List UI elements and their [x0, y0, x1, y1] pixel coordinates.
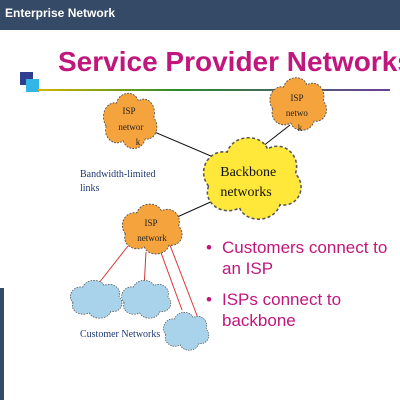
- header-bar: Enterprise Network: [0, 0, 400, 30]
- backbone-cloud: Backbone networks: [202, 136, 302, 220]
- bullet-list: • Customers connect to an ISP • ISPs con…: [206, 237, 396, 341]
- bullet-text: Customers connect to an ISP: [222, 238, 388, 278]
- isp-mid-line-2: network: [137, 233, 167, 243]
- svg-text:ISP network: ISP network: [137, 218, 167, 243]
- header-title: Enterprise Network: [5, 6, 116, 20]
- isp-right-line-2: netwo: [286, 108, 308, 118]
- link-isp-mid-backbone: [174, 199, 216, 219]
- title-rule: [38, 89, 390, 91]
- link-isp-mid-customer-1: [94, 245, 129, 289]
- backbone-line-1: Backbone: [220, 165, 276, 180]
- bullet-icon: •: [206, 290, 212, 309]
- link-isp-mid-customer-3: [159, 249, 183, 311]
- svg-text:Backbone networks: Backbone networks: [220, 165, 279, 200]
- svg-text:ISP netwo k: ISP netwo k: [286, 93, 310, 133]
- isp-mid-line-1: ISP: [145, 218, 158, 228]
- isp-right-line-1: ISP: [291, 93, 304, 103]
- customer-cloud-2: [121, 279, 172, 319]
- left-accent-bar: [0, 288, 4, 400]
- isp-left-line-2: networ: [118, 122, 143, 132]
- bandwidth-label: Bandwidth-limited links: [80, 169, 158, 194]
- isp-left-line-3: k: [136, 137, 141, 147]
- isp-cloud-middle: ISP network: [121, 203, 183, 255]
- customer-cloud-1: [69, 279, 123, 319]
- isp-left-line-1: ISP: [123, 106, 136, 116]
- customer-networks-label: Customer Networks: [80, 329, 160, 340]
- isp-cloud-right: ISP netwo k: [269, 77, 327, 133]
- slide-title: Service Provider Networks: [58, 46, 400, 77]
- bullet-item: • Customers connect to an ISP: [206, 237, 396, 279]
- isp-right-line-3: k: [298, 123, 303, 133]
- logo-squares-icon: [20, 72, 42, 94]
- isp-cloud-left: ISP networ k: [102, 92, 158, 150]
- bullet-item: • ISPs connect to backbone: [206, 289, 396, 331]
- customer-cloud-3: [163, 312, 210, 351]
- svg-text:ISP networ k: ISP networ k: [118, 106, 145, 147]
- link-isp-mid-customer-4: [167, 239, 199, 319]
- bullet-text: ISPs connect to backbone: [222, 290, 342, 330]
- bullet-icon: •: [206, 238, 212, 257]
- backbone-line-2: networks: [220, 185, 271, 200]
